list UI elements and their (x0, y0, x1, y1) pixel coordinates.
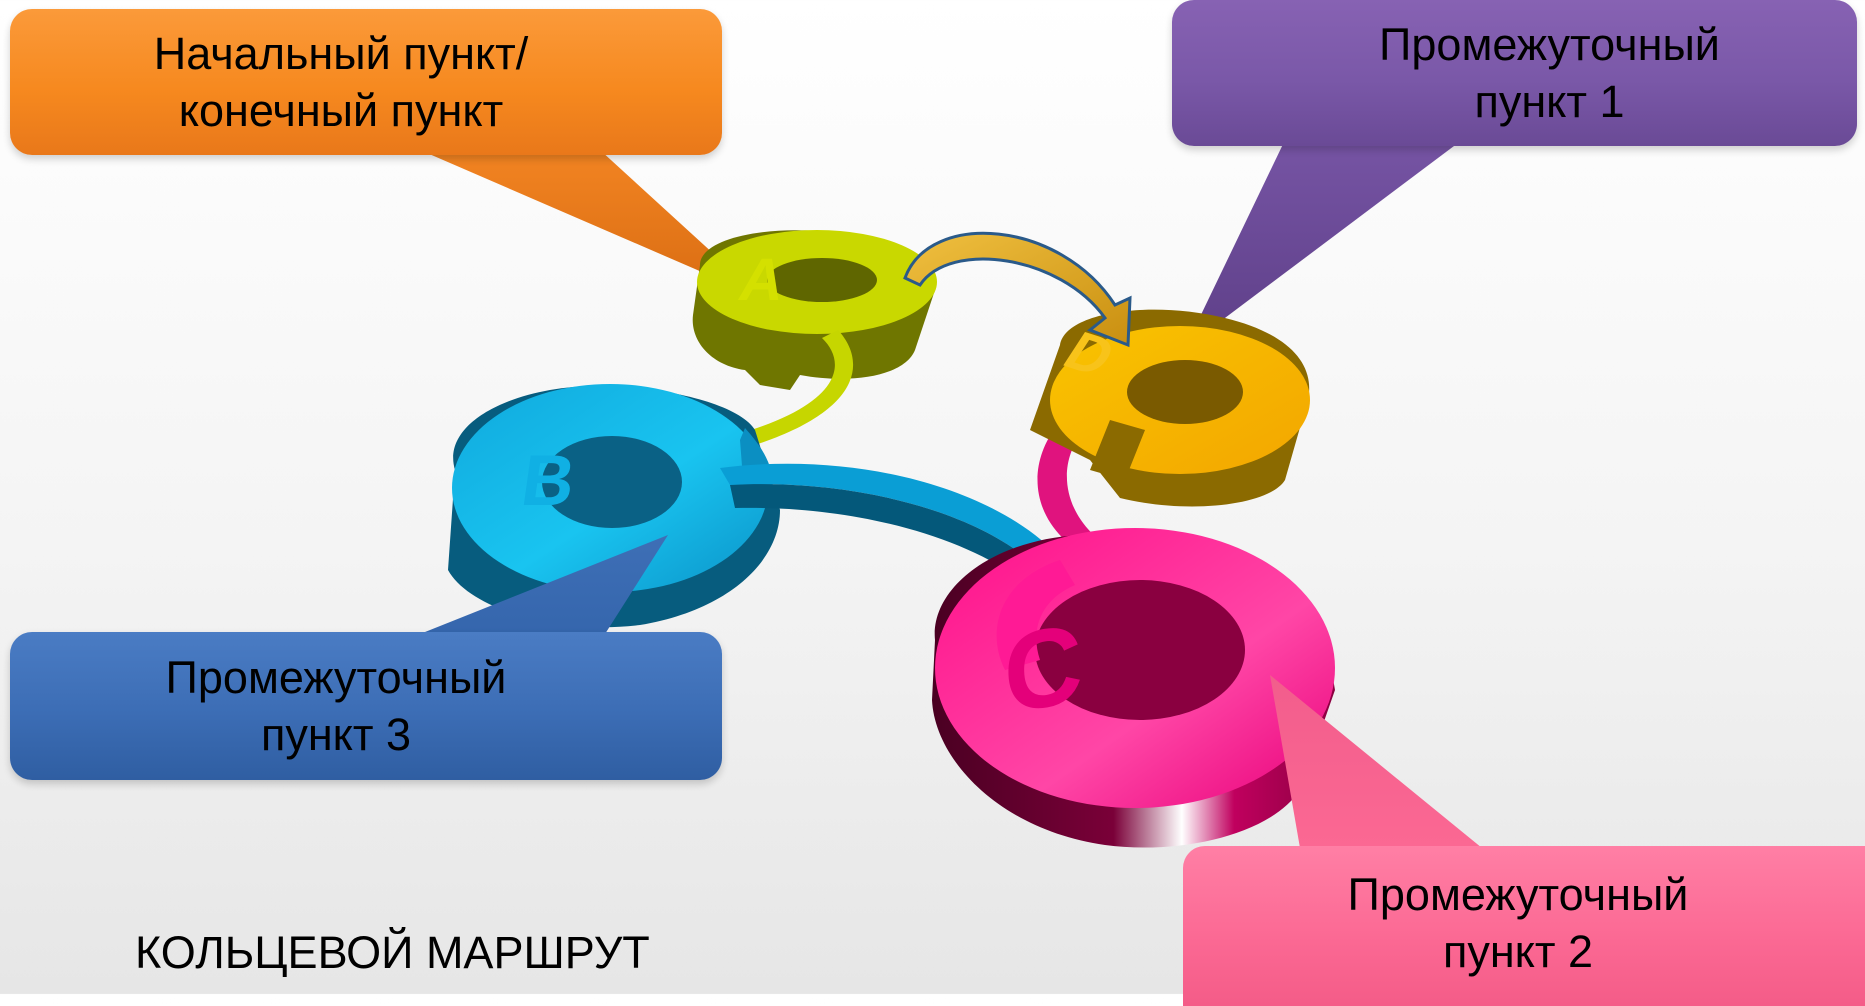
node-d: D (1030, 309, 1310, 507)
callout-p2-pointer (1270, 675, 1482, 848)
node-c-letter: C (1002, 601, 1085, 738)
callout-intermediate-point-3: Промежуточный пункт 3 (10, 632, 722, 780)
route-caption: КОЛЬЦЕВОЙ МАРШРУТ (135, 927, 650, 978)
callout-start-pointer (420, 150, 762, 298)
callout-p3-line2: пункт 3 (260, 709, 412, 760)
route-arrow-a-d (903, 231, 1132, 348)
callout-p1-line2: пункт 1 (1474, 76, 1625, 127)
callout-p2-line2: пункт 2 (1442, 926, 1594, 977)
callout-start-line1: Начальный пункт/ (153, 28, 529, 79)
callout-p1-line1: Промежуточный (1379, 19, 1720, 70)
callout-start-point: Начальный пункт/ конечный пункт (10, 9, 722, 155)
callout-start-line2: конечный пункт (178, 85, 504, 136)
node-a: A (692, 230, 937, 390)
callout-intermediate-point-2: Промежуточный пункт 2 (1183, 846, 1865, 1006)
callout-intermediate-point-1: Промежуточный пункт 1 (1172, 0, 1857, 146)
node-c: C (932, 528, 1335, 848)
connector-b-c (720, 463, 1062, 575)
callout-p1-pointer (1185, 140, 1462, 348)
callout-p3-line1: Промежуточный (165, 652, 507, 703)
callout-p2-line1: Промежуточный (1347, 869, 1689, 920)
node-b: B (448, 384, 780, 628)
callout-p3-pointer (420, 535, 668, 634)
connector-b-c-side (730, 484, 1045, 600)
node-b-letter: B (517, 441, 580, 521)
